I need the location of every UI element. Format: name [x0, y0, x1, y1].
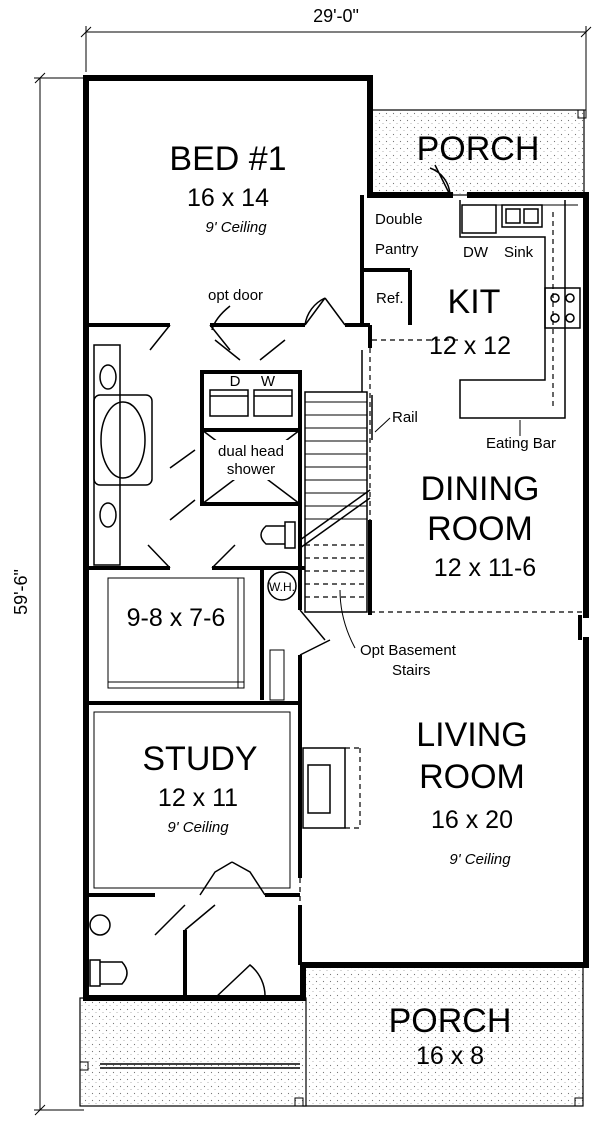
- opt-basement-label: Opt Basement: [360, 642, 457, 659]
- rear-porch-name: PORCH: [417, 130, 540, 168]
- water-heater: W.H.: [267, 571, 331, 701]
- dining-size: 12 x 11-6: [434, 554, 536, 582]
- front-porch: PORCH 16 x 8: [79, 965, 584, 1107]
- rail-annotation: Rail: [374, 409, 418, 433]
- walk-in-closet: 9-8 x 7-6: [107, 577, 245, 689]
- rear-porch: PORCH: [371, 109, 587, 196]
- stairs-label: Stairs: [392, 662, 430, 679]
- kitchen-size: 12 x 12: [429, 332, 511, 360]
- closet-size: 9-8 x 7-6: [127, 604, 226, 632]
- study: STUDY 12 x 11 9' Ceiling: [93, 711, 291, 896]
- eating-bar-label: Eating Bar: [486, 435, 556, 452]
- living-size: 16 x 20: [431, 806, 513, 834]
- dw-label: DW: [463, 244, 489, 261]
- laundry-shower: D W dual head shower: [201, 373, 301, 505]
- wh-label: W.H.: [269, 580, 295, 594]
- exterior-walls: [83, 75, 589, 1001]
- dual-head-label: dual head: [218, 443, 284, 460]
- depth-label: 59'-6": [11, 569, 31, 615]
- front-porch-name: PORCH: [389, 1002, 512, 1040]
- sink-label: Sink: [504, 244, 534, 261]
- stairs: [299, 348, 373, 613]
- bed1-name: BED #1: [169, 140, 286, 178]
- study-name: STUDY: [142, 740, 257, 778]
- dryer-label: D: [230, 373, 241, 390]
- bedroom-1: BED #1 16 x 14 9' Ceiling opt door: [149, 140, 346, 351]
- opt-door-label: opt door: [208, 287, 263, 304]
- washer-label: W: [261, 373, 276, 390]
- study-ceiling: 9' Ceiling: [167, 819, 229, 836]
- master-bath: [93, 339, 296, 569]
- powder-room: [89, 878, 301, 999]
- front-porch-size: 16 x 8: [416, 1042, 484, 1070]
- study-size: 12 x 11: [158, 784, 238, 812]
- shower-label: shower: [227, 461, 275, 478]
- dining-name-1: DINING: [421, 470, 540, 508]
- dimension-width: 29'-0": [80, 6, 592, 110]
- basement-stairs-annotation: Opt Basement Stairs: [339, 589, 457, 679]
- width-label: 29'-0": [313, 6, 359, 26]
- kitchen-name: KIT: [448, 283, 501, 321]
- rail-label: Rail: [392, 409, 418, 426]
- ref-label: Ref.: [376, 290, 404, 307]
- interior-walls: [86, 195, 412, 998]
- double-label: Double: [375, 211, 423, 228]
- kitchen: DW Sink Double Pantry Ref. KIT 12 x 12 E…: [372, 164, 581, 452]
- bed1-ceiling: 9' Ceiling: [205, 219, 267, 236]
- living-name-2: ROOM: [419, 758, 525, 796]
- dimension-depth: 59'-6": [11, 72, 84, 1116]
- pantry-label: Pantry: [375, 241, 419, 258]
- living-ceiling: 9' Ceiling: [449, 851, 511, 868]
- living-room: LIVING ROOM 16 x 20 9' Ceiling: [302, 716, 528, 868]
- living-name-1: LIVING: [416, 716, 527, 754]
- dining-name-2: ROOM: [427, 510, 533, 548]
- dining-room: DINING ROOM 12 x 11-6: [370, 470, 586, 613]
- bed1-size: 16 x 14: [187, 184, 269, 212]
